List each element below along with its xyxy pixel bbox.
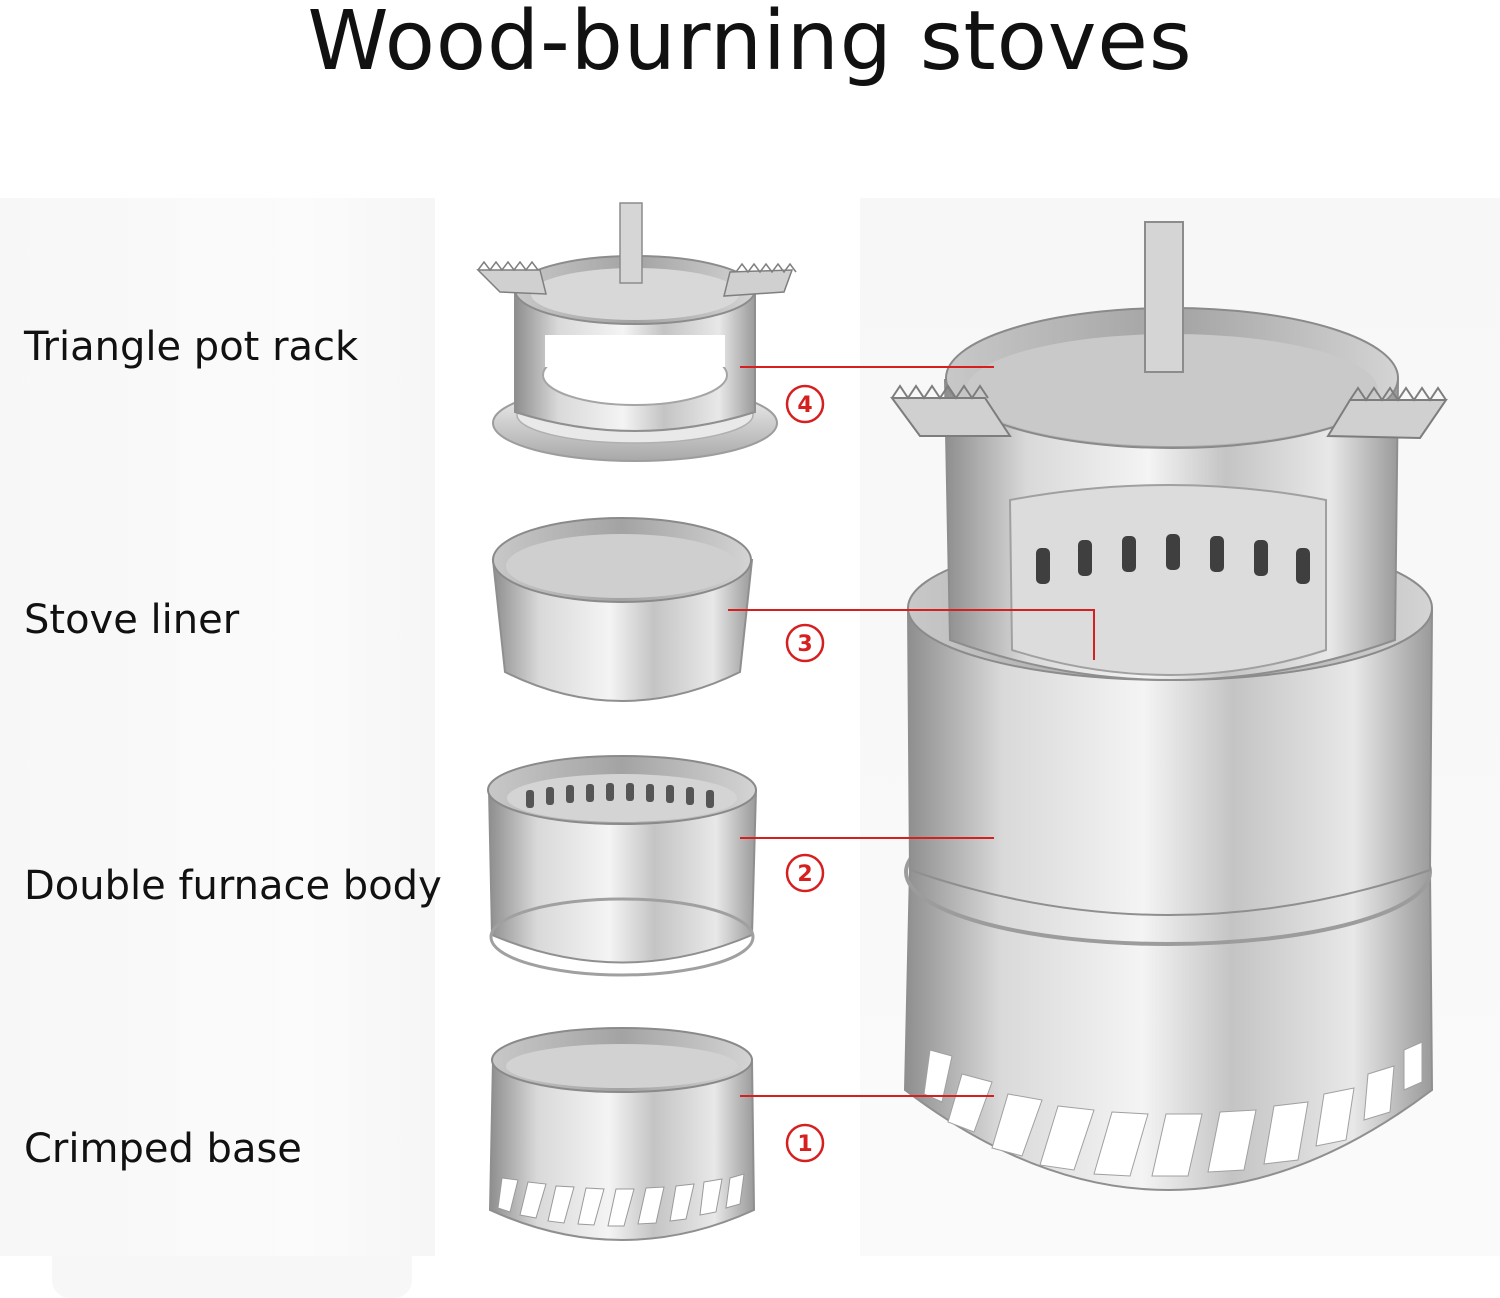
- callout-line-3: [728, 609, 1095, 660]
- parts-panel-foot: [52, 1256, 412, 1298]
- callout-number-2: 2: [797, 862, 812, 887]
- double-furnace-body-part: [487, 755, 758, 977]
- crimped-base-part: [488, 1027, 756, 1241]
- callout-number-1: 1: [797, 1132, 812, 1157]
- label-double-furnace-body: Double furnace body: [24, 863, 442, 909]
- label-crimped-base: Crimped base: [24, 1126, 302, 1172]
- callout-marker-1: [785, 1123, 825, 1163]
- pot-rack-part: [476, 202, 797, 462]
- label-triangle-pot-rack: Triangle pot rack: [24, 324, 359, 370]
- callout-marker-2: [785, 853, 825, 893]
- callout-number-4: 4: [797, 393, 812, 418]
- stove-liner-part: [491, 517, 754, 702]
- callout-marker-4: [785, 384, 825, 424]
- label-stove-liner: Stove liner: [24, 597, 240, 643]
- callout-lines: [728, 366, 1095, 1097]
- assembled-stove: [890, 221, 1448, 1191]
- page-title: Wood-burning stoves: [307, 0, 1193, 89]
- callout-number-3: 3: [797, 632, 812, 657]
- parts-panel: [0, 198, 435, 1256]
- callout-marker-3: [785, 623, 825, 663]
